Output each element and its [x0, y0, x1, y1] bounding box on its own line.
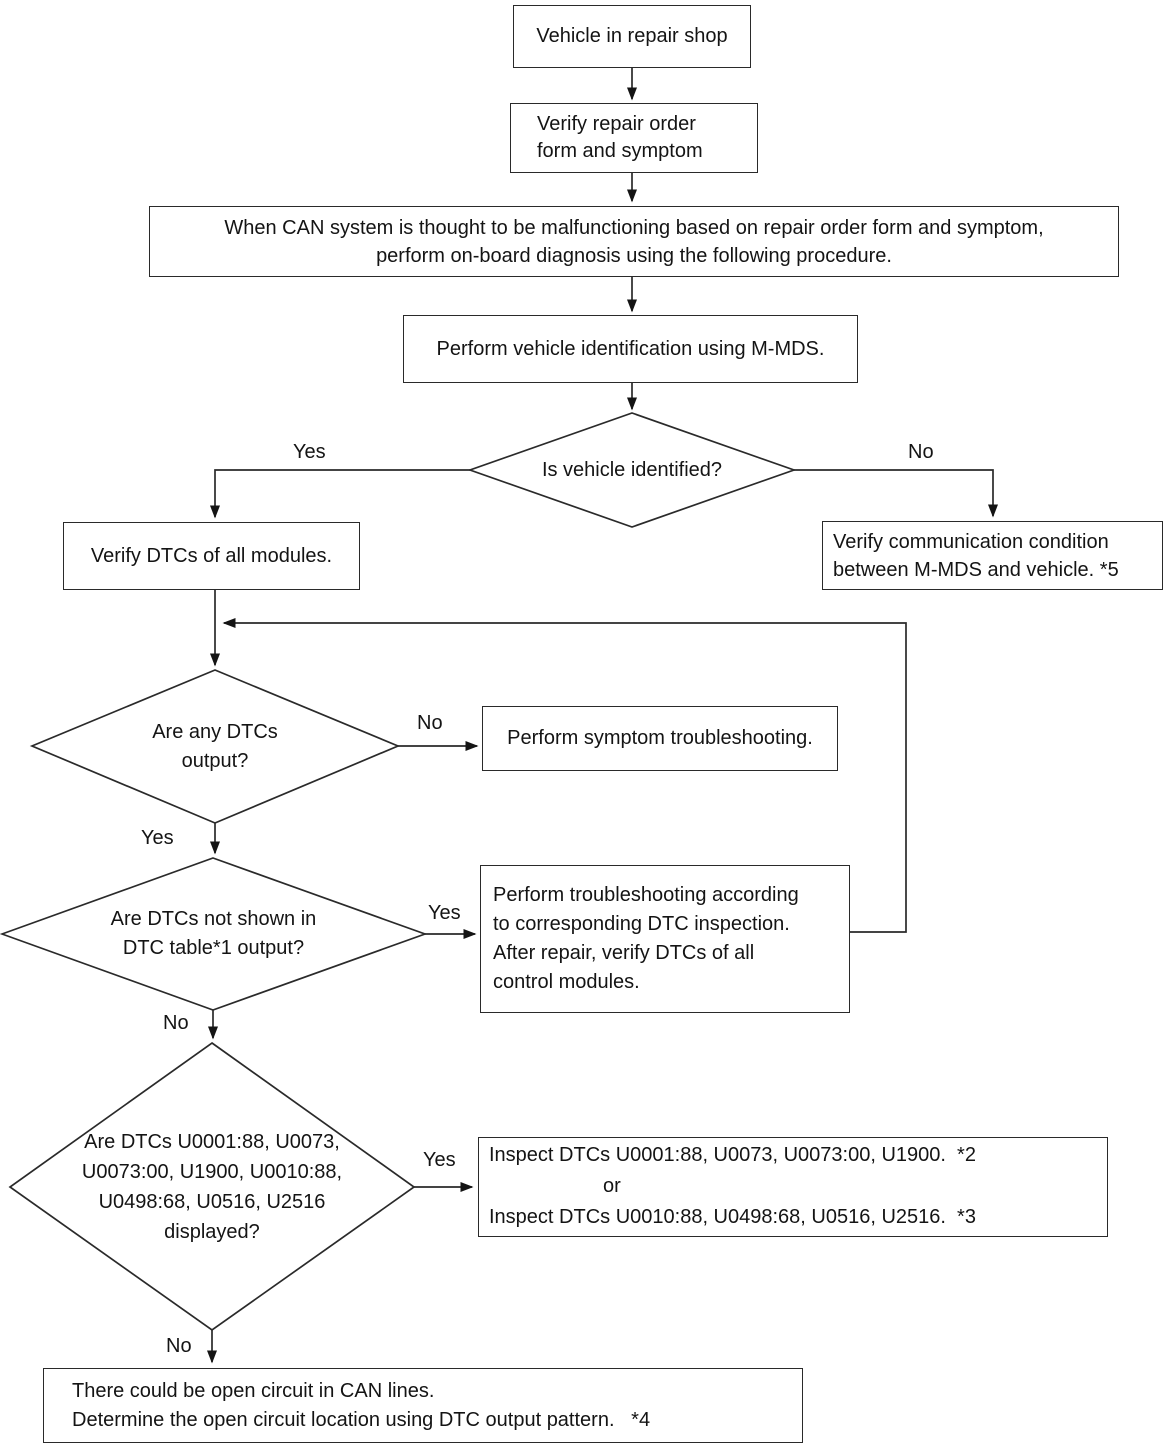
- edge-label-specific-dtcs-no: No: [166, 1335, 192, 1357]
- inspect-dtcs-or: or: [603, 1175, 621, 1197]
- process-inspect-dtcs: Inspect DTCs U0001:88, U0073, U0073:00, …: [478, 1137, 1108, 1237]
- edge-label-any-dtcs-yes: Yes: [141, 827, 174, 849]
- edge-label-not-in-table-yes: Yes: [428, 902, 461, 924]
- connector-feedback-loop: [222, 618, 907, 933]
- decision-dtcs-not-in-table-shape: [0, 857, 428, 1011]
- edge-label-any-dtcs-no: No: [417, 712, 443, 734]
- process-verify-communication: Verify communication condition between M…: [822, 521, 1163, 590]
- decision-any-dtcs-output-shape: [29, 669, 401, 824]
- decision-is-vehicle-identified-shape: [467, 412, 797, 528]
- process-verify-repair-order: Verify repair order form and symptom: [510, 103, 758, 173]
- decision-specific-dtcs-shape: [8, 1041, 416, 1332]
- edge-label-identified-yes: Yes: [293, 441, 326, 463]
- connector-identified-yes: [210, 469, 470, 519]
- process-symptom-troubleshooting: Perform symptom troubleshooting.: [482, 706, 838, 771]
- inspect-dtcs-line2: Inspect DTCs U0010:88, U0498:68, U0516, …: [489, 1206, 976, 1228]
- process-open-circuit: There could be open circuit in CAN lines…: [43, 1368, 803, 1443]
- process-verify-dtcs-all-modules: Verify DTCs of all modules.: [63, 522, 360, 590]
- inspect-dtcs-line1: Inspect DTCs U0001:88, U0073, U0073:00, …: [489, 1144, 976, 1166]
- edge-label-identified-no: No: [908, 441, 934, 463]
- process-can-system-diagnosis: When CAN system is thought to be malfunc…: [149, 206, 1119, 277]
- process-vehicle-in-repair-shop: Vehicle in repair shop: [513, 5, 751, 68]
- edge-label-specific-dtcs-yes: Yes: [423, 1149, 456, 1171]
- connector-identified-no: [794, 469, 998, 518]
- process-dtc-inspection-troubleshooting: Perform troubleshooting according to cor…: [480, 865, 850, 1013]
- process-vehicle-identification: Perform vehicle identification using M-M…: [403, 315, 858, 383]
- edge-label-not-in-table-no: No: [163, 1012, 189, 1034]
